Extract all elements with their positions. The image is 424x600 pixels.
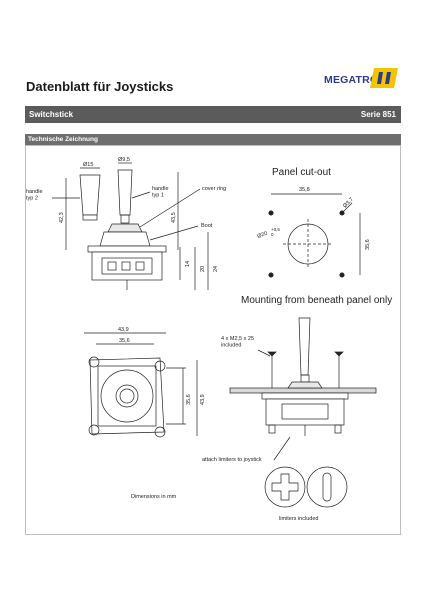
dim-35-8: 35,8 [299, 187, 310, 193]
label-cover-ring: cover ring [202, 186, 226, 192]
subsection-title: Technische Zeichnung [28, 136, 98, 143]
label-handle-type2-line: handle [26, 189, 43, 195]
product-name: Switchstick [29, 110, 74, 119]
dim-dia-3-7: Ø3,7 [342, 197, 355, 210]
dim-35-6-top: 35,6 [119, 338, 130, 344]
label-handle-type2: handle typ 2 [26, 189, 44, 202]
tolerance-plus: +0,5 [271, 227, 280, 232]
dim-35-6-cutout: 35,6 [365, 239, 371, 250]
dim-dia-20: Ø20 [257, 231, 269, 240]
brand-name: MEGATRON [324, 74, 387, 86]
label-handle-type2-line-2: typ 2 [26, 196, 38, 202]
label-handle-type1-line-2: typ 1 [152, 193, 164, 199]
label-screws-line: 4 x M2,5 x 25 [221, 336, 254, 342]
label-limiters-included: limiters included [279, 516, 318, 522]
brand-logo: MEGATRON [324, 66, 400, 90]
label-handle-type1: handle typ 1 [152, 186, 170, 199]
tolerance-zero: 0 [271, 232, 274, 237]
panel-cutout-title: Panel cut-out [272, 167, 331, 178]
note-units: Dimensions in mm [131, 494, 177, 500]
dim-dia-9-5: Ø9,5 [118, 157, 130, 163]
dim-14: 14 [185, 261, 191, 267]
subsection-bar: Technische Zeichnung [25, 134, 401, 145]
dim-43-9-side: 43,9 [200, 394, 206, 405]
label-attach-limiters: attach limiters to joystick [202, 457, 262, 463]
dim-42-3: 42,3 [59, 212, 65, 223]
mounting-title: Mounting from beneath panel only [241, 295, 392, 306]
label-boot: Boot [201, 223, 213, 229]
brand-mark-icon [370, 68, 398, 88]
label-screws-line-2: included [221, 343, 242, 349]
dim-43-9-top: 43,9 [118, 327, 129, 333]
page-title: Datenblatt für Joysticks [26, 79, 174, 94]
label-handle-type1-line: handle [152, 186, 169, 192]
dim-24: 24 [213, 266, 219, 272]
drawing-frame [25, 145, 401, 535]
label-screws: 4 x M2,5 x 25 included [221, 336, 256, 349]
series-name: Serie 851 [360, 110, 396, 119]
dim-35-6-side: 35,6 [186, 394, 192, 405]
section-bar: Switchstick Serie 851 [25, 106, 401, 123]
dim-20: 20 [200, 266, 206, 272]
dim-dia-15: Ø15 [83, 162, 93, 168]
dim-43-5: 43,5 [171, 212, 177, 223]
